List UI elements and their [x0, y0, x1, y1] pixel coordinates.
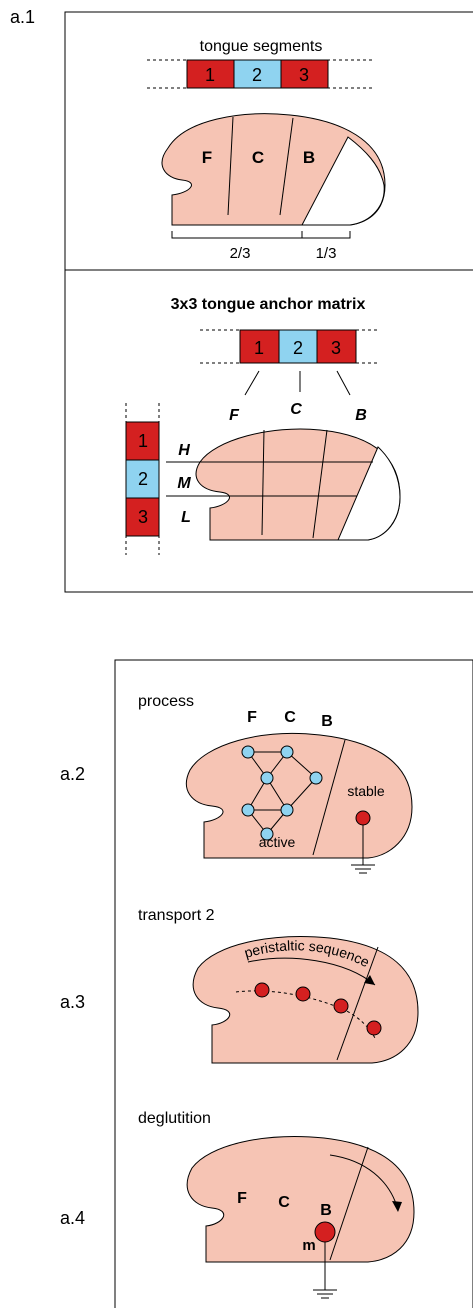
- panel-tag-a1: a.1: [10, 7, 35, 27]
- region-b: B: [303, 148, 315, 167]
- deglutition-region-f: F: [237, 1190, 247, 1207]
- m-node-label: m: [302, 1237, 315, 1254]
- tongue-shape-process: [185, 732, 413, 859]
- segment-strip-vertical: 1 2 3: [125, 421, 160, 537]
- transport-node: [295, 986, 311, 1002]
- vsegment-1-label: 1: [138, 431, 148, 451]
- ratio-front: 2/3: [230, 245, 251, 262]
- segment-3: [280, 59, 329, 89]
- transport-node: [366, 1020, 382, 1036]
- segment-1: [186, 59, 235, 89]
- tongue-root: [301, 136, 385, 226]
- segment-strip-horizontal-2: 1 2 3: [239, 329, 357, 364]
- process-region-f: F: [247, 709, 257, 726]
- transport-title: transport 2: [138, 907, 215, 924]
- network-node: [241, 745, 255, 759]
- matrix-col-f: F: [229, 407, 240, 424]
- segment-2-b: [278, 329, 318, 364]
- panel-tag-a4: a.4: [60, 1208, 85, 1228]
- segments-title: tongue segments: [200, 38, 323, 55]
- transport-node: [333, 998, 349, 1014]
- segment-strip-horizontal: 1 2 3: [186, 59, 329, 89]
- stable-label: stable: [347, 783, 385, 799]
- active-label: active: [259, 834, 296, 850]
- network-node: [260, 771, 274, 785]
- deglutition-region-c: C: [278, 1194, 290, 1211]
- process-title: process: [138, 693, 194, 710]
- vsegment-3-label: 3: [138, 507, 148, 527]
- deglutition-title: deglutition: [138, 1110, 211, 1127]
- transport-node-sequence: [254, 982, 382, 1036]
- panel-a1-frame: [64, 11, 473, 593]
- network-edge: [286, 777, 317, 811]
- m-node: [313, 1221, 337, 1299]
- matrix-row-l: L: [181, 509, 191, 526]
- process-node-network: [241, 745, 323, 841]
- segment-2-label: 2: [252, 65, 262, 85]
- peristaltic-arrowhead: [364, 975, 375, 985]
- matrix-line-cb: [312, 429, 328, 539]
- vsegment-3: [125, 497, 160, 537]
- ratio-bracket: [171, 231, 351, 239]
- m-node-dot: [314, 1221, 336, 1243]
- segment-3-b: [316, 329, 357, 364]
- matrix-col-b: B: [355, 407, 367, 424]
- tongue-shape-deglutition: [186, 1136, 415, 1263]
- tongue-shape-matrix: [166, 428, 401, 541]
- region-c: C: [252, 148, 264, 167]
- vsegment-2-label: 2: [138, 469, 148, 489]
- network-node: [280, 803, 294, 817]
- network-node: [260, 827, 274, 841]
- stable-node-dot: [355, 810, 371, 826]
- matrix-title: 3x3 tongue anchor matrix: [171, 296, 366, 313]
- connector-1: [244, 370, 260, 396]
- peristaltic-arrow: [247, 957, 376, 986]
- segment-3-label: 3: [299, 65, 309, 85]
- network-node: [280, 745, 294, 759]
- segment-3-b-label: 3: [331, 338, 341, 358]
- transport-node: [254, 982, 270, 998]
- segment-1-label: 1: [205, 65, 215, 85]
- process-region-b: B: [321, 713, 333, 730]
- network-node: [241, 803, 255, 817]
- segment-2-b-label: 2: [293, 338, 303, 358]
- panel-tag-a3: a.3: [60, 992, 85, 1012]
- process-region-c: C: [284, 709, 296, 726]
- segment-1-b-label: 1: [254, 338, 264, 358]
- tongue-shape-a1: [161, 113, 386, 226]
- connector-3: [336, 370, 351, 396]
- region-divider-fc: [227, 116, 234, 216]
- panel-a2-a4-frame: [114, 659, 473, 1308]
- matrix-col-c: C: [290, 401, 302, 418]
- network-node: [309, 771, 323, 785]
- deglutition-arrow: [329, 1154, 399, 1211]
- vsegment-2: [125, 459, 160, 499]
- matrix-row-h: H: [178, 442, 190, 459]
- ratio-back: 1/3: [316, 245, 337, 262]
- tongue-root-2: [337, 446, 401, 541]
- deglutition-region-b: B: [320, 1202, 332, 1219]
- region-f: F: [202, 148, 212, 167]
- region-divider-cb: [279, 117, 294, 216]
- panel-tag-a2: a.2: [60, 764, 85, 784]
- matrix-row-m: M: [177, 475, 191, 492]
- deglutition-arrowhead: [392, 1201, 402, 1212]
- stable-node: [351, 810, 375, 874]
- matrix-line-fc: [261, 429, 265, 536]
